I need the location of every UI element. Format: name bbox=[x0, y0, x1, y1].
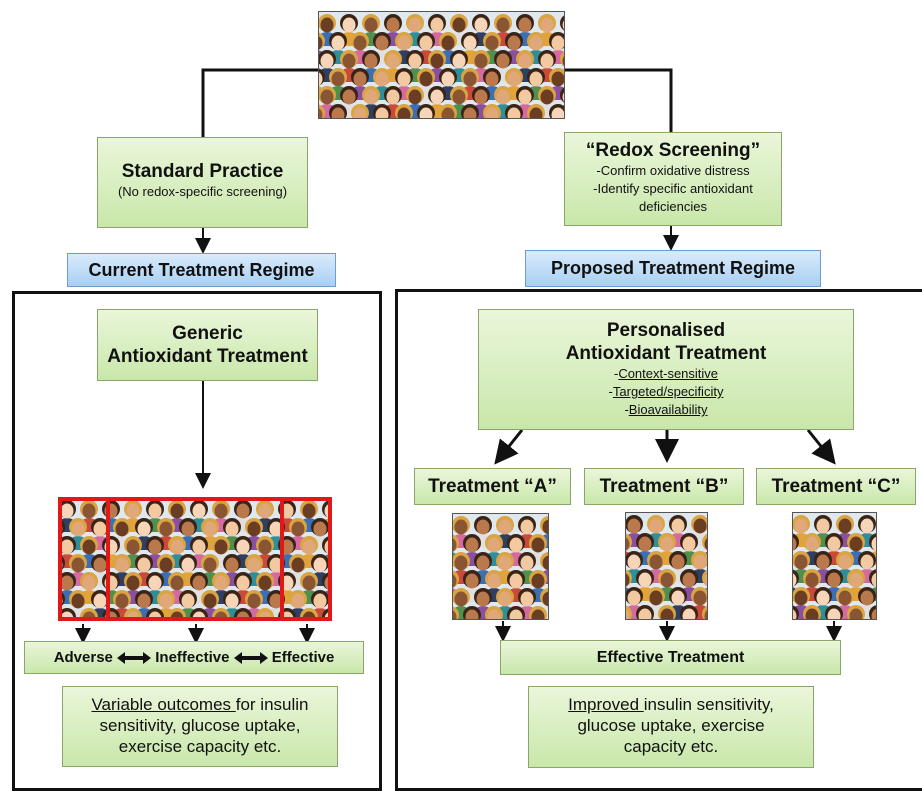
response-scale-box: Adverse Ineffective Effective bbox=[24, 641, 364, 674]
treatment-c-box: Treatment “C” bbox=[756, 468, 916, 505]
redox-screening-title: “Redox Screening” bbox=[585, 140, 761, 161]
personalised-item-targeted: -Targeted/specificity bbox=[479, 383, 853, 401]
standard-practice-subtitle: (No redox-specific screening) bbox=[117, 184, 288, 199]
generic-line-1: Generic bbox=[172, 323, 243, 344]
left-outcome-line-1: Variable outcomes for insulin bbox=[63, 694, 337, 715]
treatment-b-box: Treatment “B” bbox=[584, 468, 744, 505]
variable-outcomes-underlined: Variable outcomes bbox=[91, 695, 236, 714]
effective-treatment-box: Effective Treatment bbox=[500, 640, 841, 675]
treatment-a-box: Treatment “A” bbox=[414, 468, 571, 505]
left-outcome-rest: for insulin bbox=[235, 695, 309, 714]
effective-label: Effective bbox=[271, 649, 335, 666]
proposed-regime-label: Proposed Treatment Regime bbox=[525, 250, 821, 287]
item-text: Targeted/specificity bbox=[612, 384, 724, 399]
item-text: Bioavailability bbox=[628, 402, 708, 417]
item-prefix: - bbox=[624, 402, 629, 417]
personalised-item-context: -Context-sensitive bbox=[479, 365, 853, 383]
right-outcome-line-1: Improved insulin sensitivity, bbox=[529, 694, 813, 715]
right-outcome-rest: insulin sensitivity, bbox=[643, 695, 774, 714]
improved-underlined: Improved bbox=[568, 695, 644, 714]
redox-screening-box: “Redox Screening” -Confirm oxidative dis… bbox=[564, 132, 782, 226]
variable-outcomes-box: Variable outcomes for insulin sensitivit… bbox=[62, 686, 338, 767]
ineffective-label: Ineffective bbox=[155, 649, 230, 666]
personalised-line-2: Antioxidant Treatment bbox=[565, 343, 767, 364]
item-prefix: - bbox=[608, 384, 613, 399]
double-headed-arrow-icon bbox=[233, 652, 268, 665]
treatment-a-crowd bbox=[452, 513, 549, 620]
right-outcome-line-2: glucose uptake, exercise bbox=[577, 716, 765, 735]
crowd-of-people-icon bbox=[793, 515, 876, 619]
current-regime-label: Current Treatment Regime bbox=[67, 253, 336, 287]
personalised-line-1: Personalised bbox=[606, 320, 726, 341]
item-text: Context-sensitive bbox=[618, 366, 719, 381]
double-headed-arrow-icon bbox=[117, 652, 152, 665]
effective-group-frame bbox=[280, 497, 332, 621]
redox-line-3: deficiencies bbox=[639, 199, 707, 214]
left-outcome-line-3: exercise capacity etc. bbox=[118, 737, 282, 756]
adverse-label: Adverse bbox=[53, 649, 113, 666]
generic-line-2: Antioxidant Treatment bbox=[107, 346, 308, 367]
top-crowd-image bbox=[318, 11, 565, 119]
mixed-response-crowd bbox=[58, 497, 332, 621]
standard-practice-box: Standard Practice (No redox-specific scr… bbox=[97, 137, 308, 228]
generic-treatment-box: Generic Antioxidant Treatment bbox=[97, 309, 318, 381]
crowd-of-people-icon bbox=[626, 515, 707, 619]
crowd-of-people-icon bbox=[319, 14, 564, 118]
standard-practice-title: Standard Practice bbox=[121, 161, 284, 182]
item-prefix: - bbox=[613, 366, 619, 381]
redox-line-2: -Identify specific antioxidant bbox=[593, 181, 753, 196]
crowd-of-people-icon bbox=[453, 516, 548, 619]
personalised-item-bioavailability: -Bioavailability bbox=[479, 401, 853, 419]
adverse-group-frame bbox=[58, 497, 110, 621]
ineffective-group-frame bbox=[106, 497, 284, 621]
improved-outcomes-box: Improved insulin sensitivity, glucose up… bbox=[528, 686, 814, 768]
right-outcome-line-3: capacity etc. bbox=[623, 737, 719, 756]
treatment-b-crowd bbox=[625, 512, 708, 620]
treatment-c-crowd bbox=[792, 512, 877, 620]
redox-line-1: -Confirm oxidative distress bbox=[596, 163, 750, 178]
personalised-treatment-box: Personalised Antioxidant Treatment -Cont… bbox=[478, 309, 854, 430]
left-outcome-line-2: sensitivity, glucose uptake, bbox=[99, 716, 301, 735]
